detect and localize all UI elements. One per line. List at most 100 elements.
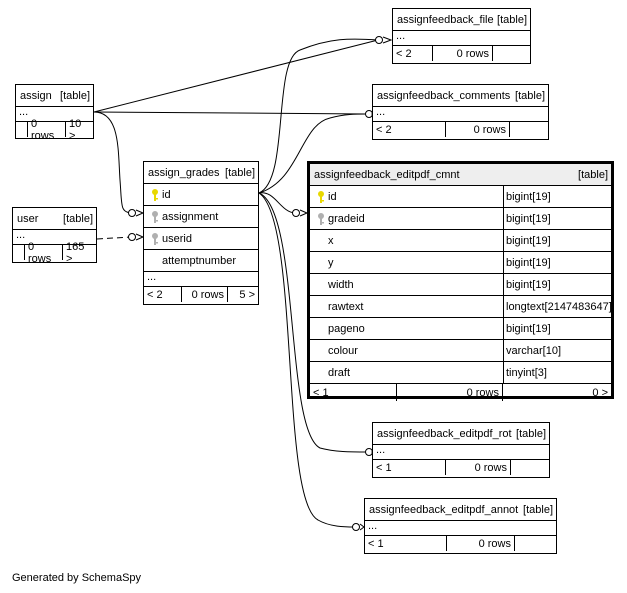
column-row-draft[interactable]: draft tinyint[3]: [310, 362, 611, 384]
column-name: rawtext: [328, 300, 364, 313]
edge-grades-annot: [258, 192, 356, 528]
table-header: assignfeedback_file [table]: [393, 9, 530, 31]
table-footer: 0 rows 165 >: [13, 241, 96, 265]
column-row-x[interactable]: x bigint[19]: [310, 230, 611, 252]
table-assignfeedback-editpdf-rot[interactable]: assignfeedback_editpdf_rot [table] ... <…: [372, 422, 550, 478]
table-ellipsis: ...: [373, 107, 548, 122]
column-name: draft: [328, 366, 351, 379]
column-name: pageno: [328, 322, 365, 335]
footer-rows: 0 rows: [447, 536, 515, 551]
footer-parents: [13, 245, 25, 260]
footer-rows: 0 rows: [446, 460, 511, 475]
table-footer: < 2 0 rows 5 >: [144, 287, 258, 302]
column-name: id: [328, 190, 337, 203]
table-ellipsis: ...: [393, 31, 530, 46]
column-name: colour: [328, 344, 358, 357]
table-name: user: [17, 212, 39, 225]
column-row-gradeid[interactable]: gradeid bigint[19]: [310, 208, 611, 230]
table-tag: [table]: [60, 89, 90, 102]
footer-children: [493, 46, 530, 61]
column-row-assignment[interactable]: assignment: [144, 206, 258, 228]
column-row-id[interactable]: id: [144, 184, 258, 206]
column-row-y[interactable]: y bigint[19]: [310, 252, 611, 274]
column-type: bigint[19]: [503, 230, 611, 251]
foreign-key-icon: [148, 210, 162, 223]
edge-end-circle: [292, 209, 300, 217]
table-assign[interactable]: assign [table] ... 0 rows 10 >: [15, 84, 94, 142]
table-assignfeedback-file[interactable]: assignfeedback_file [table] ... < 2 0 ro…: [392, 8, 531, 64]
table-name: assignfeedback_editpdf_cmnt: [314, 168, 460, 181]
column-row-userid[interactable]: userid: [144, 228, 258, 250]
generated-by-credit: Generated by SchemaSpy: [12, 572, 142, 584]
edge-grades-comments: [258, 113, 369, 194]
table-header: assignfeedback_editpdf_annot [table]: [365, 499, 556, 521]
column-row-pageno[interactable]: pageno bigint[19]: [310, 318, 611, 340]
edge-grades-file: [258, 38, 379, 194]
footer-parents: < 2: [393, 46, 433, 61]
column-row-width[interactable]: width bigint[19]: [310, 274, 611, 296]
edge-end-circle: [128, 209, 136, 217]
table-assignfeedback-editpdf-cmnt[interactable]: assignfeedback_editpdf_cmnt [table] id b…: [307, 161, 614, 401]
footer-parents: < 1: [373, 460, 446, 475]
column-type: bigint[19]: [503, 318, 611, 339]
column-name: id: [162, 188, 171, 201]
footer-children: [510, 122, 548, 137]
column-type: varchar[10]: [503, 340, 611, 361]
footer-parents: < 2: [373, 122, 446, 137]
column-row-colour[interactable]: colour varchar[10]: [310, 340, 611, 362]
footer-rows: 0 rows: [433, 46, 493, 61]
edge-assign-grades: [93, 111, 132, 214]
table-name: assign_grades: [148, 166, 220, 179]
column-type: bigint[19]: [503, 274, 611, 295]
table-footer: < 1 0 rows: [365, 536, 556, 551]
column-name: assignment: [162, 210, 219, 223]
table-tag: [table]: [63, 212, 93, 225]
footer-children: 5 >: [239, 288, 255, 301]
table-ellipsis: ...: [373, 445, 549, 460]
column-row-attemptnumber[interactable]: attemptnumber: [144, 250, 258, 272]
table-header: assign_grades [table]: [144, 162, 258, 184]
table-name: assignfeedback_editpdf_annot: [369, 503, 519, 516]
column-type: bigint[19]: [503, 208, 611, 229]
table-header: assignfeedback_editpdf_rot [table]: [373, 423, 549, 445]
footer-children: 0 >: [592, 386, 608, 399]
edge-end-circle: [128, 233, 136, 241]
table-tag: [table]: [578, 168, 608, 181]
crows-foot: [135, 209, 145, 217]
footer-rows: 0 rows: [25, 241, 63, 265]
footer-rows: 0 rows: [182, 287, 228, 302]
table-ellipsis: ...: [16, 107, 93, 122]
table-tag: [table]: [523, 503, 553, 516]
footer-parents: [16, 122, 28, 137]
table-assignfeedback-comments[interactable]: assignfeedback_comments [table] ... < 2 …: [372, 84, 549, 140]
table-footer: < 1 0 rows 0 >: [310, 384, 611, 401]
table-name: assignfeedback_editpdf_rot: [377, 427, 512, 440]
column-type: tinyint[3]: [503, 362, 611, 383]
table-header: assignfeedback_comments [table]: [373, 85, 548, 107]
edge-user-grades: [96, 236, 132, 240]
column-name: width: [328, 278, 354, 291]
column-row-id[interactable]: id bigint[19]: [310, 186, 611, 208]
column-type: bigint[19]: [503, 186, 611, 207]
column-row-rawtext[interactable]: rawtext longtext[2147483647]: [310, 296, 612, 318]
footer-parents: < 2: [144, 287, 182, 302]
footer-rows: 0 rows: [446, 122, 510, 137]
table-assign-grades[interactable]: assign_grades [table] id assignment user…: [143, 161, 259, 305]
crows-foot: [135, 233, 145, 241]
table-footer: < 2 0 rows: [393, 46, 530, 61]
footer-parents: < 1: [365, 536, 447, 551]
table-footer: < 1 0 rows: [373, 460, 549, 475]
primary-key-icon: [314, 190, 328, 203]
column-type: bigint[19]: [503, 252, 611, 273]
edge-end-circle: [375, 36, 383, 44]
table-tag: [table]: [497, 13, 527, 26]
footer-children: [511, 460, 549, 475]
edge-end-circle: [352, 523, 360, 531]
table-assignfeedback-editpdf-annot[interactable]: assignfeedback_editpdf_annot [table] ...…: [364, 498, 557, 554]
table-footer: < 2 0 rows: [373, 122, 548, 137]
footer-parents: < 1: [310, 384, 397, 401]
table-name: assign: [20, 89, 52, 102]
table-user[interactable]: user [table] ... 0 rows 165 >: [12, 207, 97, 265]
foreign-key-icon: [314, 212, 328, 225]
